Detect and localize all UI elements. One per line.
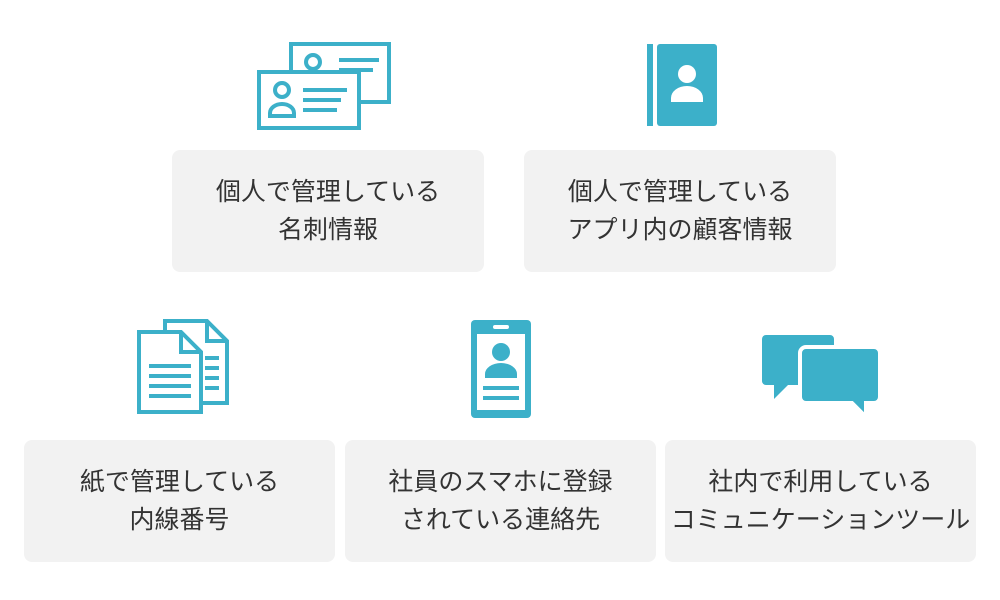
card-line-1: 個人で管理している	[567, 177, 793, 206]
card-line-2: 内線番号	[129, 505, 230, 534]
card-communication-tools: 社内で利用している コミュニケーションツール	[665, 440, 976, 562]
card-line-2: アプリ内の顧客情報	[567, 215, 793, 244]
documents-icon	[137, 319, 229, 414]
card-app-customer-info: 個人で管理している アプリ内の顧客情報	[524, 150, 836, 272]
card-line-1: 紙で管理している	[79, 467, 280, 496]
card-line-1: 個人で管理している	[215, 177, 441, 206]
business-cards-icon	[257, 42, 391, 130]
chat-bubbles-icon	[762, 335, 882, 419]
contact-book-icon	[647, 44, 717, 126]
card-business-cards: 個人で管理している 名刺情報	[172, 150, 484, 272]
card-line-2: されている連絡先	[400, 505, 601, 534]
card-smartphone-contacts: 社員のスマホに登録 されている連絡先	[345, 440, 656, 562]
smartphone-contact-icon	[471, 320, 531, 418]
card-line-1: 社内で利用している	[708, 467, 933, 496]
card-line-2: コミュニケーションツール	[670, 505, 971, 534]
card-line-2: 名刺情報	[277, 215, 378, 244]
card-paper-extension-numbers: 紙で管理している 内線番号	[24, 440, 335, 562]
card-line-1: 社員のスマホに登録	[388, 467, 613, 496]
